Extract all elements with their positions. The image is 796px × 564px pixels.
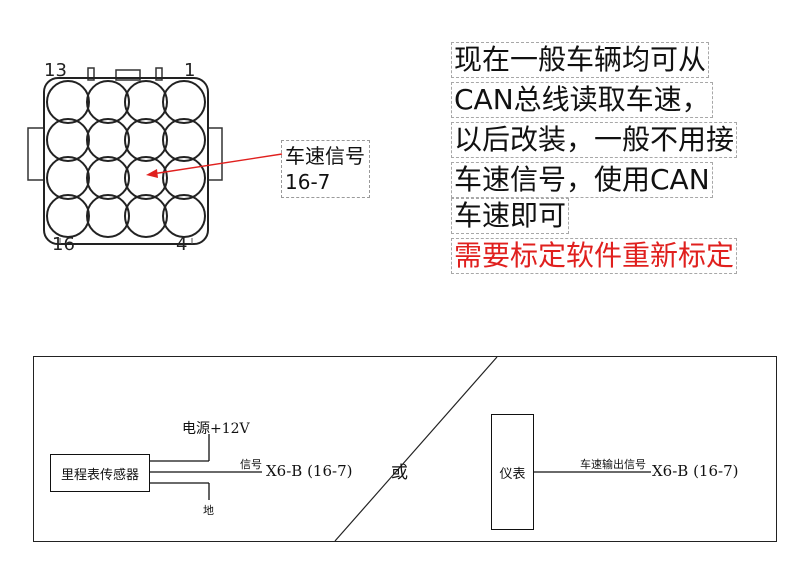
wiring-diagram-frame [33,356,777,542]
note-line-4: 车速信号，使用CAN [451,162,713,198]
pointer-arrow [146,153,283,178]
pin-1-label: 1 [184,60,196,81]
speed-output-label: 车速输出信号 [580,458,646,471]
instrument-label: 仪表 [499,466,526,482]
note-line-2: CAN总线读取车速， [451,82,713,118]
note-line-3: 以后改装，一般不用接 [451,122,738,158]
callout-title: 车速信号 [285,144,365,168]
power-label: 电源+12V [182,421,250,437]
pin-13-label: 13 [44,60,67,81]
odometer-sensor-label: 里程表传感器 [60,467,139,483]
connector-diagram [27,67,223,245]
odometer-sensor-box: 里程表传感器 [50,454,150,492]
note-line-1: 现在一般车辆均可从 [451,42,710,78]
instrument-box: 仪表 [491,414,534,530]
pin-4-label: 4 [176,234,188,255]
speed-signal-callout: 车速信号 16-7 [281,140,370,198]
ground-label: 地 [203,504,214,517]
right-terminal-label: X6-B (16-7) [652,462,739,480]
callout-pin: 16-7 [285,170,331,194]
note-line-5: 车速即可 [451,198,570,234]
or-label: 或 [391,463,408,483]
signal-label: 信号 [240,458,262,471]
pin-16-label: 16 [52,234,75,255]
left-terminal-label: X6-B (16-7) [266,462,353,480]
calibration-warning: 需要标定软件重新标定 [451,238,738,274]
